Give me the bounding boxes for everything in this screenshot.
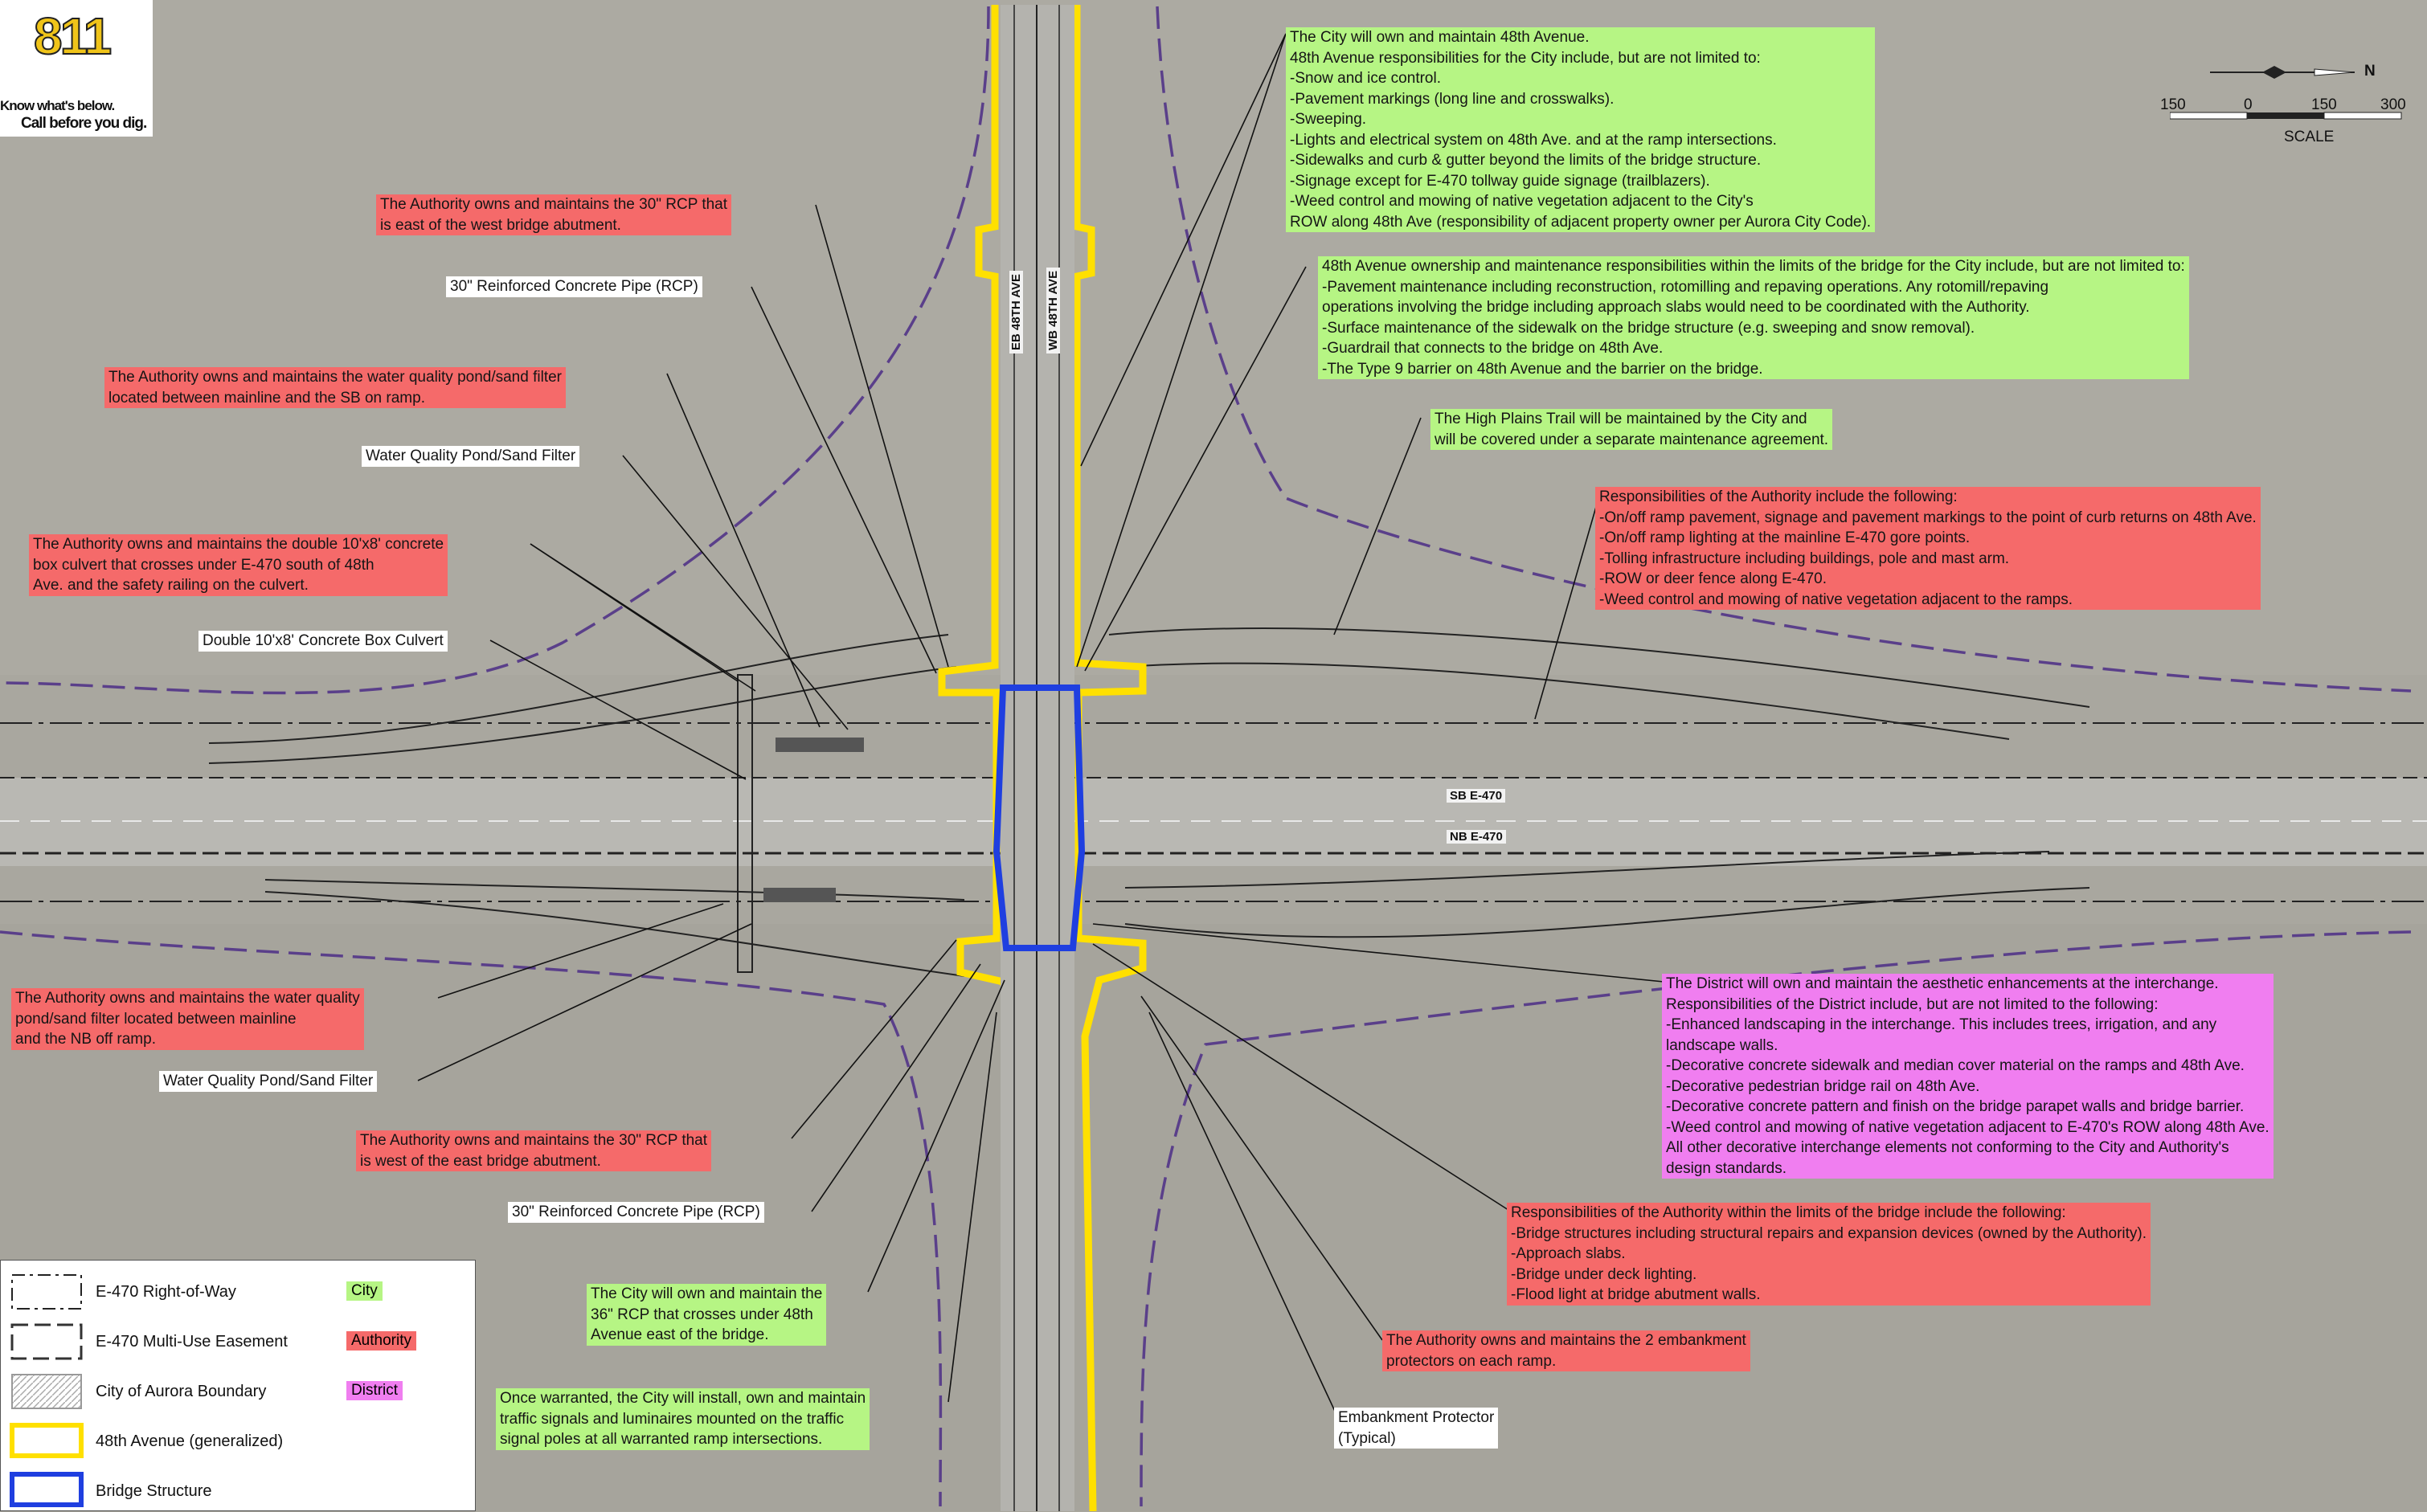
scale-tick-3: 150	[2311, 96, 2337, 113]
legend-row: Bridge Structure	[96, 1482, 212, 1500]
callout-authority-bridge: Responsibilities of the Authority within…	[1507, 1203, 2151, 1306]
label-rcp-south: 30" Reinforced Concrete Pipe (RCP)	[508, 1202, 764, 1223]
callout-district: The District will own and maintain the a…	[1662, 974, 2274, 1179]
callout-authority-culvert: The Authority owns and maintains the dou…	[29, 534, 448, 596]
legend-row: E-470 Right-of-Way	[96, 1283, 236, 1301]
road-label-eb: EB 48TH AVE	[1009, 270, 1023, 353]
road-label-nb: NB E-470	[1447, 830, 1506, 844]
scale-bar: N 150 0 150 300 SCALE	[2154, 55, 2411, 151]
legend-swatch-city: City	[346, 1281, 383, 1301]
callout-city-own-48th: The City will own and maintain 48th Aven…	[1286, 27, 1876, 232]
label-water-quality-south: Water Quality Pond/Sand Filter	[159, 1071, 378, 1092]
road-label-sb: SB E-470	[1447, 789, 1506, 803]
callout-city-trail: The High Plains Trail will be maintained…	[1430, 409, 1833, 450]
legend-swatches	[10, 1274, 84, 1507]
logo-line-1: Know what's below.	[0, 98, 115, 113]
callout-authority-embankment: The Authority owns and maintains the 2 e…	[1382, 1330, 1750, 1371]
scale-tick-1: 150	[2160, 96, 2186, 113]
north-label: N	[2364, 63, 2376, 80]
callout-authority-rcp-east: The Authority owns and maintains the 30"…	[356, 1130, 712, 1171]
callout-city-bridge: 48th Avenue ownership and maintenance re…	[1318, 256, 2189, 379]
legend-swatch-authority: Authority	[346, 1331, 416, 1351]
legend-row: City of Aurora Boundary	[96, 1383, 267, 1400]
logo-line-2: Call before you dig.	[21, 115, 147, 132]
scale-graphic	[2170, 112, 2402, 120]
road-label-wb: WB 48TH AVE	[1046, 267, 1060, 353]
callout-city-signals: Once warranted, the City will install, o…	[496, 1388, 870, 1450]
legend: E-470 Right-of-Way E-470 Multi-Use Easem…	[0, 1260, 476, 1511]
legend-row: E-470 Multi-Use Easement	[96, 1333, 288, 1351]
callout-authority-rcp-west: The Authority owns and maintains the 30"…	[376, 194, 732, 235]
legend-swatch-district: District	[346, 1381, 403, 1400]
scale-tick-2: 0	[2244, 96, 2253, 113]
scale-label: SCALE	[2284, 129, 2335, 145]
north-arrow-icon	[2210, 66, 2355, 79]
callout-authority-responsibilities: Responsibilities of the Authority includ…	[1595, 487, 2261, 610]
811-logo: 811 Know what's below. Call before you d…	[0, 0, 153, 137]
callout-authority-pond-nb: The Authority owns and maintains the wat…	[11, 988, 364, 1050]
legend-row: 48th Avenue (generalized)	[96, 1432, 284, 1450]
scale-tick-4: 300	[2380, 96, 2406, 113]
label-water-quality-north: Water Quality Pond/Sand Filter	[362, 446, 580, 467]
label-embankment-protector: Embankment Protector(Typical)	[1334, 1408, 1499, 1449]
label-box-culvert: Double 10'x8' Concrete Box Culvert	[198, 631, 448, 652]
callout-authority-pond-sb: The Authority owns and maintains the wat…	[104, 367, 566, 408]
label-rcp-north: 30" Reinforced Concrete Pipe (RCP)	[446, 276, 702, 297]
811-brand: 811	[33, 6, 113, 66]
